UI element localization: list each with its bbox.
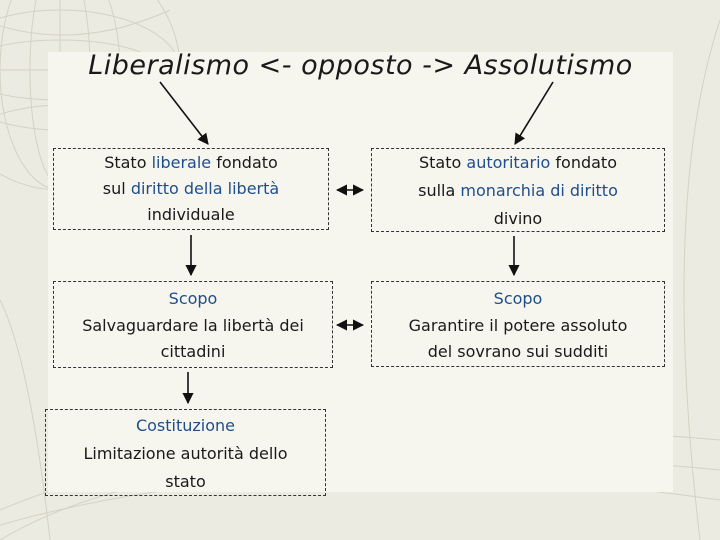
authoritarian-keyword: autoritario bbox=[466, 153, 551, 172]
liberal-goal-box: Scopo Salvaguardare la libertà dei citta… bbox=[53, 281, 333, 368]
slide-title: Liberalismo <- opposto -> Assolutismo bbox=[88, 50, 633, 81]
absolute-definition-line3: divino bbox=[493, 209, 543, 228]
absolute-goal-heading: Scopo bbox=[493, 289, 543, 308]
absolute-goal-line2: del sovrano sui sudditi bbox=[427, 342, 609, 361]
liberal-goal-heading: Scopo bbox=[168, 289, 218, 308]
absolute-definition-box: Stato autoritario fondato sulla monarchi… bbox=[371, 148, 665, 232]
liberal-definition-line2: sul diritto della libertà bbox=[102, 179, 280, 198]
liberty-right-keyword: diritto della libertà bbox=[130, 179, 280, 198]
constitution-line2: stato bbox=[165, 472, 206, 491]
liberal-definition-line3: individuale bbox=[147, 205, 235, 224]
liberal-definition-box: Stato liberale fondato sul diritto della… bbox=[53, 148, 329, 230]
absolute-goal-box: Scopo Garantire il potere assoluto del s… bbox=[371, 281, 665, 367]
content-panel bbox=[48, 52, 673, 492]
absolute-definition-line1: Stato autoritario fondato bbox=[419, 153, 617, 172]
liberal-keyword: liberale bbox=[151, 153, 212, 172]
absolute-goal-line1: Garantire il potere assoluto bbox=[408, 316, 628, 335]
divine-right-keyword: monarchia di diritto bbox=[460, 181, 618, 200]
liberal-goal-line1: Salvaguardare la libertà dei bbox=[82, 316, 304, 335]
liberal-definition-line1: Stato liberale fondato bbox=[104, 153, 278, 172]
absolute-definition-line2: sulla monarchia di diritto bbox=[418, 181, 618, 200]
constitution-line1: Limitazione autorità dello bbox=[83, 444, 288, 463]
constitution-heading: Costituzione bbox=[135, 416, 236, 435]
liberal-goal-line2: cittadini bbox=[160, 342, 226, 361]
constitution-box: Costituzione Limitazione autorità dello … bbox=[45, 409, 326, 496]
